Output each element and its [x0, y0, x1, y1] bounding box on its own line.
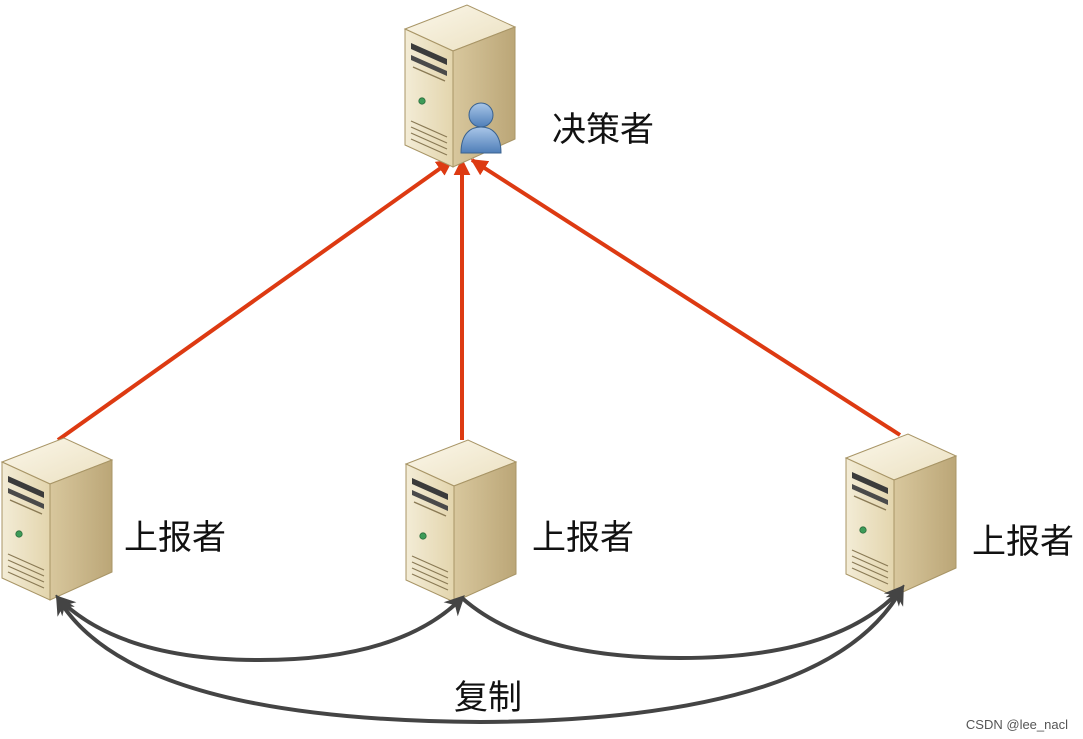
reporter-node-1: 上报者	[1, 437, 226, 601]
replication-edge-1-2	[55, 595, 465, 663]
decider-label: 决策者	[552, 110, 654, 150]
replication-edge-1-3	[55, 584, 904, 725]
reporter-label-2: 上报者	[532, 518, 634, 558]
report-edge-3	[470, 158, 902, 437]
reporter-label-3: 上报者	[972, 522, 1074, 562]
server-icon	[845, 433, 957, 597]
server-user-icon	[404, 4, 516, 168]
report-edge-1	[56, 158, 454, 442]
decider-node: 决策者	[404, 4, 654, 168]
server-icon	[1, 437, 113, 601]
reporter-label-1: 上报者	[124, 518, 226, 558]
report-edges	[56, 158, 902, 442]
replication-edges	[55, 584, 905, 725]
replication-label: 复制	[454, 678, 522, 718]
user-icon	[460, 102, 502, 154]
server-icon	[405, 439, 517, 603]
reporter-node-3: 上报者	[845, 433, 1074, 597]
reporter-node-2: 上报者	[405, 439, 634, 603]
watermark: CSDN @lee_nacl	[966, 717, 1068, 732]
replication-edge-2-3	[460, 585, 905, 661]
